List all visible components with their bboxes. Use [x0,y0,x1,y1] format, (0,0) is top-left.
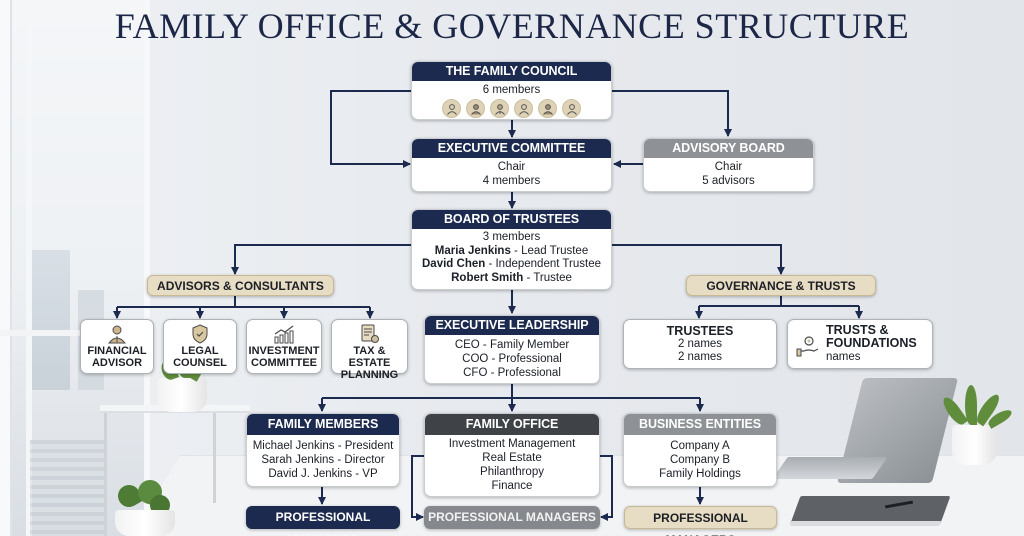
family-member: David J. Jenkins - VP [268,468,378,480]
operation-item: Real Estate [482,452,542,464]
operation-item: Investment Management [448,438,576,450]
tax-estate-planning-card[interactable]: TAX & ESTATE PLANNING [331,319,408,381]
trustees-line2: 2 names [677,351,723,363]
executive-committee-header: EXECUTIVE COMMITTEE [412,139,611,158]
trustees-title: TRUSTEES [666,324,734,338]
person-icon [442,99,461,118]
trusts-names: names [826,351,861,363]
executive-leadership-box[interactable]: EXECUTIVE LEADERSHIP CEO - Family Member… [424,315,600,384]
family-council-header: THE FAMILY COUNCIL [412,62,611,81]
trustee-row: Maria Jenkins - Lead Trustee [434,244,589,257]
business-entity: Company B [669,454,731,466]
trustees-line1: 2 names [677,338,723,350]
person-icon [514,99,533,118]
plant-pot-right [952,425,997,465]
document-gear-icon [361,324,379,343]
advisory-board-advisors: 5 advisors [702,175,755,187]
page-title: FAMILY OFFICE & GOVERNANCE STRUCTURE [114,6,910,46]
leadership-coo: COO - Professional [462,353,562,365]
executive-leadership-header: EXECUTIVE LEADERSHIP [425,316,599,335]
investment-committee-card[interactable]: INVESTMENT COMMITTEE [246,319,322,374]
hand-gear-icon [796,336,819,357]
operation-item: Philanthropy [480,466,544,478]
advisory-board-box[interactable]: ADVISORY BOARD Chair 5 advisors [643,138,814,192]
leadership-cfo: CFO - Professional [463,367,561,379]
governance-trusts-label[interactable]: GOVERNANCE & TRUSTS [686,275,876,296]
bar-chart-icon [274,325,294,344]
person-headset-icon [466,99,485,118]
trustee-row: Robert Smith - Trustee [451,271,572,284]
leadership-ceo: CEO - Family Member [454,339,570,351]
executive-committee-chair: Chair [497,161,526,173]
trustees-card[interactable]: TRUSTEES 2 names 2 names [623,319,777,369]
person-tie-icon [490,99,509,118]
business-entity: Company A [670,440,730,452]
legal-counsel-card[interactable]: LEGAL COUNSEL [163,319,237,374]
family-members-box[interactable]: FAMILY MEMBERS Michael Jenkins - Preside… [246,413,400,487]
board-of-trustees-box[interactable]: BOARD OF TRUSTEES 3 members Maria Jenkin… [411,209,612,290]
financial-advisor-icon [108,325,126,344]
family-council-avatars [412,99,611,118]
trusts-title1: TRUSTS & [826,323,889,337]
professional-managers-center[interactable]: PROFESSIONAL MANAGERS [424,506,600,529]
financial-advisor-card[interactable]: FINANCIAL ADVISOR [80,319,154,374]
professional-managers-right[interactable]: PROFESSIONAL MANAGERS [624,506,777,536]
trusts-foundations-card[interactable]: TRUSTS & FOUNDATIONS names [787,319,933,369]
advisors-consultants-label[interactable]: ADVISORS & CONSULTANTS [147,275,334,296]
board-of-trustees-header: BOARD OF TRUSTEES [412,210,611,229]
family-office-operations-box[interactable]: FAMILY OFFICE OPERATIONS Investment Mana… [424,413,600,497]
operations-header: FAMILY OFFICE OPERATIONS [425,414,599,452]
shield-check-icon [192,324,208,344]
person-headset-icon [538,99,557,118]
trusts-title2: FOUNDATIONS [826,336,917,350]
family-member: Sarah Jenkins - Director [261,454,385,466]
advisory-board-header: ADVISORY BOARD [644,139,813,158]
business-entities-box[interactable]: BUSINESS ENTITIES Company A Company B Fa… [623,413,777,487]
advisory-board-chair: Chair [714,161,743,173]
professional-managers-left[interactable]: PROFESSIONAL MANAGERS [246,506,400,536]
family-members-header: FAMILY MEMBERS [247,414,399,435]
person-icon [562,99,581,118]
trustee-row: David Chen - Independent Trustee [422,258,601,270]
family-council-members: 6 members [482,84,541,96]
family-council-box[interactable]: THE FAMILY COUNCIL 6 members [411,61,612,120]
executive-committee-box[interactable]: EXECUTIVE COMMITTEE Chair 4 members [411,138,612,192]
executive-committee-members: 4 members [482,175,541,187]
family-member: Michael Jenkins - President [252,440,394,452]
business-entity: Family Holdings [659,468,741,480]
operation-item: Finance [491,480,533,492]
plant-pot [157,378,207,412]
board-member-count: 3 members [482,231,541,243]
business-entities-header: BUSINESS ENTITIES [624,414,776,435]
